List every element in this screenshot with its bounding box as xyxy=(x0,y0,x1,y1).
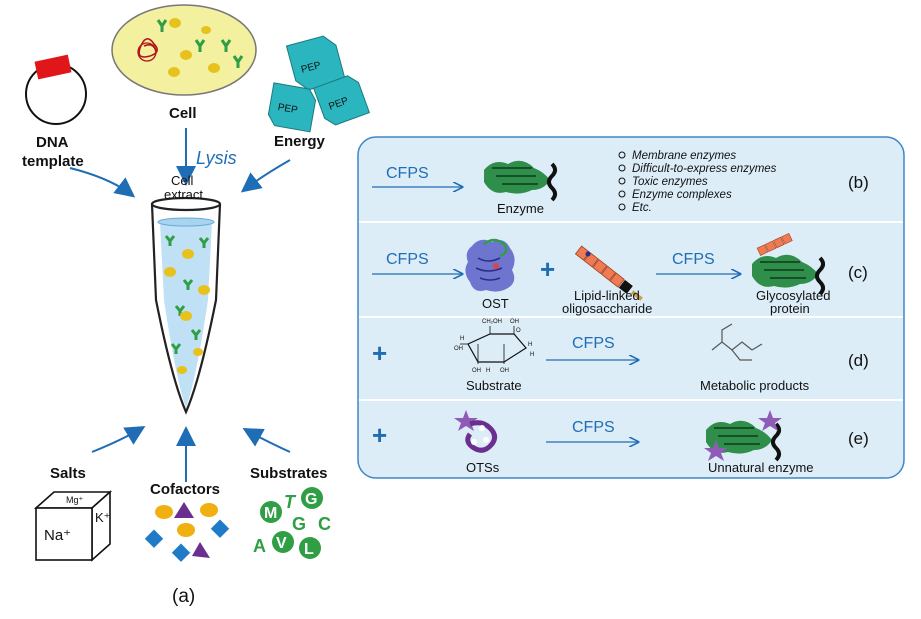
k-label: K⁺ xyxy=(95,510,111,525)
pep-label-2: PEP xyxy=(277,102,299,116)
aa-letter-g1: G xyxy=(305,491,317,508)
bullet-2: Difficult-to-express enzymes xyxy=(632,163,777,175)
cfps-label-d: CFPS xyxy=(572,335,615,352)
enzyme-icon-b xyxy=(484,160,557,202)
ring-label-ch2oh: CH₂OH xyxy=(482,319,502,325)
lipid-label-line1: Lipid-linked xyxy=(574,288,640,303)
cfps-label-e: CFPS xyxy=(572,419,615,436)
ring-label-oh-left: OH xyxy=(454,346,463,352)
salts-label: Salts xyxy=(50,465,86,482)
plus-c: + xyxy=(540,254,555,284)
cfps-label-c2: CFPS xyxy=(672,251,715,268)
ost-label: OST xyxy=(482,296,509,311)
ring-label-oh-bottom1: OH xyxy=(472,368,481,374)
dna-label-line2: template xyxy=(22,153,84,170)
cfps-label-b: CFPS xyxy=(386,165,429,182)
cofactor-shapes xyxy=(144,502,230,562)
cell-extract-tube xyxy=(150,196,222,415)
ots-icon xyxy=(454,410,498,453)
enzyme-bullets: Membrane enzymes Difficult-to-express en… xyxy=(618,150,777,214)
ring-label-h1: H xyxy=(460,336,464,342)
arrow-salts xyxy=(91,425,146,453)
unnatural-enzyme-icon xyxy=(704,410,782,462)
cfps-label-c1: CFPS xyxy=(386,251,429,268)
aa-letter-l: L xyxy=(304,541,314,558)
ost-icon xyxy=(465,238,515,292)
bullet-4: Enzyme complexes xyxy=(632,189,732,201)
ring-label-h2: H xyxy=(528,342,532,348)
ring-label-h4: H xyxy=(486,368,490,374)
ring-label-h3: H xyxy=(530,352,534,358)
substrates-label: Substrates xyxy=(250,465,328,482)
enzyme-label-b: Enzyme xyxy=(497,201,544,216)
metabolic-product-structure xyxy=(711,323,763,361)
aa-letter-c: C xyxy=(318,514,331,534)
aa-letter-a: A xyxy=(253,536,266,556)
ring-label-oh-top: OH xyxy=(510,319,519,325)
panel-tag-e: (e) xyxy=(848,429,869,448)
metabolic-products-label: Metabolic products xyxy=(700,378,810,393)
amino-acid-letters: M T G G C A V L xyxy=(253,487,331,559)
lysis-label: Lysis xyxy=(196,148,237,168)
ots-label: OTSs xyxy=(466,460,500,475)
mg-label: Mg⁺ xyxy=(66,495,84,505)
bullet-3: Toxic enzymes xyxy=(632,176,708,188)
glucose-structure-icon xyxy=(460,326,527,364)
cell-label: Cell xyxy=(169,105,197,122)
cell-icon xyxy=(111,4,257,96)
panel-tag-c: (c) xyxy=(848,263,868,282)
tube-label-line2: extract xyxy=(164,187,203,202)
plus-d: + xyxy=(372,338,387,368)
panel-tag-d: (d) xyxy=(848,351,869,370)
pep-label-1: PEP xyxy=(300,60,322,76)
aa-letter-g2: G xyxy=(292,514,306,534)
dna-label-line1: DNA xyxy=(36,134,69,151)
tube-label-line1: Cell xyxy=(171,173,194,188)
energy-label: Energy xyxy=(274,133,326,150)
energy-pep-cubes: PEP PEP PEP xyxy=(267,35,371,133)
na-label: Na⁺ xyxy=(44,527,71,544)
glycosylated-protein-icon xyxy=(752,232,825,296)
aa-letter-m: M xyxy=(264,505,277,522)
salts-cube-icon xyxy=(33,490,113,562)
arrow-energy xyxy=(240,159,291,193)
arrow-substrates xyxy=(242,428,291,453)
arrow-dna xyxy=(69,167,136,198)
panel-tag-b: (b) xyxy=(848,173,869,192)
right-panel xyxy=(357,136,905,479)
ring-label-oh-bottom2: OH xyxy=(500,368,509,374)
glyco-label-line2: protein xyxy=(770,301,810,316)
bullet-1: Membrane enzymes xyxy=(632,150,736,162)
substrate-label: Substrate xyxy=(466,378,522,393)
unnatural-enzyme-label: Unnatural enzyme xyxy=(708,460,814,475)
glyco-label-line1: Glycosylated xyxy=(756,288,830,303)
dna-template-icon xyxy=(25,54,87,125)
bullet-5: Etc. xyxy=(632,202,652,214)
cofactors-label: Cofactors xyxy=(150,481,220,498)
panel-tag-a: (a) xyxy=(172,586,195,607)
aa-letter-t: T xyxy=(284,492,297,512)
lipid-label-line2: oligosaccharide xyxy=(562,301,652,316)
lipid-linked-oligosaccharide-icon xyxy=(574,245,643,301)
ring-label-o: O xyxy=(516,328,521,334)
plus-e: + xyxy=(372,420,387,450)
aa-letter-v: V xyxy=(276,535,287,552)
